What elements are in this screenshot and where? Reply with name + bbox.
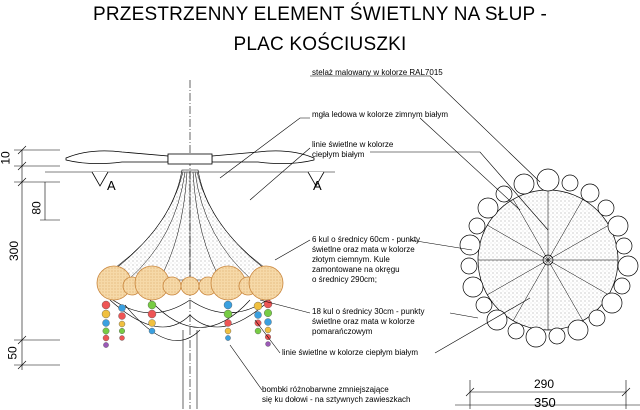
leader-big-balls	[274, 239, 311, 261]
plan-ribs	[478, 190, 618, 330]
bauble-chain-1	[101, 300, 111, 348]
leader-big-balls-right	[409, 239, 473, 251]
dim-10: 10	[0, 151, 13, 165]
title-line-2: PLAC KOŚCIUSZKI	[233, 34, 407, 55]
leader-lines-top-right	[370, 151, 549, 231]
title-line-1: PRZESTRZENNY ELEMENT ŚWIETLNY NA SŁUP -	[92, 4, 548, 25]
dim-50: 50	[5, 346, 20, 360]
horizontal-dimensions	[455, 380, 640, 409]
lamp-head-left	[65, 150, 169, 164]
elevation-view	[45, 80, 335, 409]
bauble-chain-5	[253, 301, 263, 335]
small-ball	[162, 276, 182, 296]
annotation-frame: stelaż malowany w kolorze RAL7015	[312, 68, 443, 77]
leader-lines	[219, 75, 549, 391]
plan-balls	[459, 168, 639, 348]
section-label-right: A	[313, 178, 322, 193]
annotation-mist: mgła ledowa w kolorze zimnym białym	[312, 110, 449, 119]
leader-lines-bottom	[254, 319, 281, 354]
small-ball	[180, 276, 200, 296]
dim-80: 80	[29, 201, 44, 215]
vertical-dimensions	[14, 145, 60, 370]
annotation-lines-bottom: linie świetlne w kolorze ciepłym białym	[282, 348, 419, 357]
ball-row	[96, 265, 284, 301]
bauble-chain-2	[118, 304, 126, 341]
leader-small-balls	[259, 299, 311, 314]
leader-lines-bottom-right	[434, 297, 531, 354]
big-ball	[248, 265, 284, 301]
annotation-big-balls: 6 kul o średnicy 60cm - punkty świetlne …	[312, 235, 421, 284]
leader-baubles	[229, 344, 263, 391]
section-arrow-right	[307, 171, 325, 187]
dim-350: 350	[534, 395, 556, 410]
bauble-chain-4	[223, 300, 233, 341]
bauble-chain-3	[147, 300, 157, 335]
plan-view	[455, 168, 640, 409]
leader-small-balls-right	[449, 312, 479, 319]
section-label-left: A	[107, 178, 116, 193]
leader-frame	[310, 75, 541, 183]
dim-300: 300	[7, 240, 22, 262]
lamp-head-right	[211, 150, 315, 164]
lamp-hub	[167, 153, 213, 165]
bauble-chains	[101, 299, 273, 348]
annotation-baubles: bombki różnobarwne zmniejszające się ku …	[262, 385, 411, 404]
annotation-small-balls: 18 kul o średnicy 30cm - punkty świetlne…	[312, 307, 425, 336]
bauble-chain-6	[263, 299, 273, 347]
section-arrow-left	[91, 171, 109, 187]
dim-290: 290	[534, 377, 555, 391]
leader-mist	[219, 117, 310, 179]
leader-mist-right	[419, 117, 521, 211]
annotation-lines-top: linie świetlne w kolorze ciepłym białym	[312, 140, 394, 159]
leader-lines-top	[249, 147, 311, 201]
